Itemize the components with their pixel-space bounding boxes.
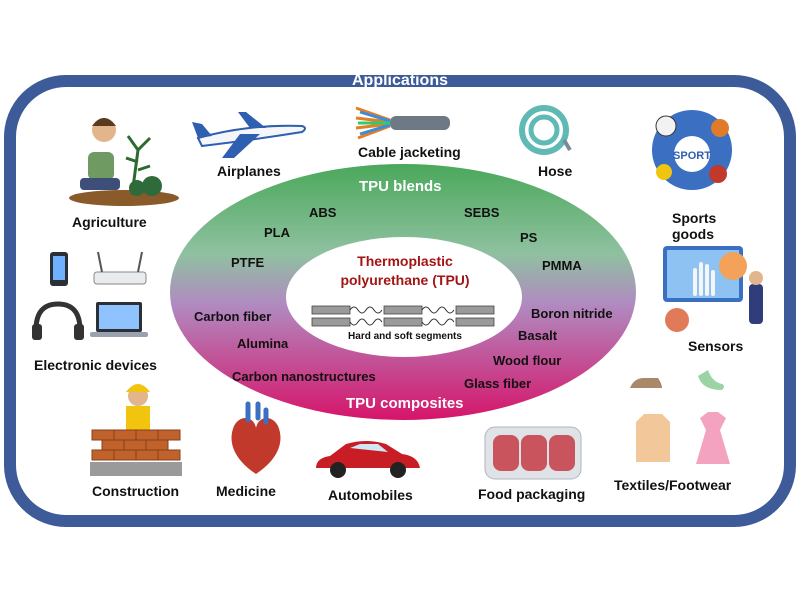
construction-icon: [90, 384, 182, 476]
tpu-title-line1: Thermoplastic: [357, 253, 453, 269]
blend-ps: PS: [520, 230, 538, 245]
tpu-title: Thermoplastic polyurethane (TPU): [320, 252, 490, 290]
sensors-icon: [663, 246, 763, 332]
car-icon: [316, 441, 420, 478]
cable-icon: [355, 106, 450, 140]
label-automobiles: Automobiles: [328, 487, 413, 503]
blend-pla: PLA: [264, 225, 290, 240]
inner-ellipse: [286, 237, 522, 357]
label-medicine: Medicine: [216, 483, 276, 499]
label-textiles-footwear: Textiles/Footwear: [614, 477, 732, 493]
composite-boron-nitride: Boron nitride: [531, 306, 613, 321]
composite-basalt: Basalt: [518, 328, 558, 343]
hose-icon: [519, 105, 572, 155]
segments-caption: Hard and soft segments: [348, 331, 462, 342]
label-food-packaging: Food packaging: [478, 486, 586, 502]
tpu-title-line2: polyurethane (TPU): [340, 272, 470, 288]
food-package-icon: [484, 426, 582, 480]
applications-title: Applications: [351, 72, 448, 89]
label-airplanes: Airplanes: [217, 163, 281, 179]
segments-icon: [311, 305, 495, 327]
airplane-icon: [192, 112, 306, 158]
heart-icon: [231, 401, 281, 474]
blend-sebs: SEBS: [464, 205, 500, 220]
sports-icon: SPORT: [652, 110, 732, 190]
sport-text: SPORT: [673, 150, 711, 162]
composite-carbon-nanostructures: Carbon nanostructures: [232, 369, 376, 384]
label-construction: Construction: [92, 483, 180, 499]
label-cable-jacketing: Cable jacketing: [358, 144, 461, 160]
composite-alumina: Alumina: [237, 336, 289, 351]
label-sensors: Sensors: [688, 338, 744, 354]
composite-glass-fiber: Glass fiber: [464, 376, 532, 391]
blend-pmma: PMMA: [542, 258, 582, 273]
blend-abs: ABS: [309, 205, 337, 220]
composite-wood-flour: Wood flour: [493, 353, 562, 368]
label-electronic-devices: Electronic devices: [34, 357, 157, 373]
blend-ptfe: PTFE: [231, 255, 265, 270]
electronics-icon: [32, 251, 148, 340]
tpu-composites-heading: TPU composites: [346, 395, 464, 412]
composite-carbon-fiber: Carbon fiber: [194, 309, 272, 324]
textiles-footwear-icon: [630, 370, 730, 464]
label-hose: Hose: [538, 163, 573, 179]
tpu-blends-heading: TPU blends: [359, 178, 442, 195]
label-agriculture: Agriculture: [72, 214, 147, 230]
farmer-icon: [69, 118, 179, 206]
